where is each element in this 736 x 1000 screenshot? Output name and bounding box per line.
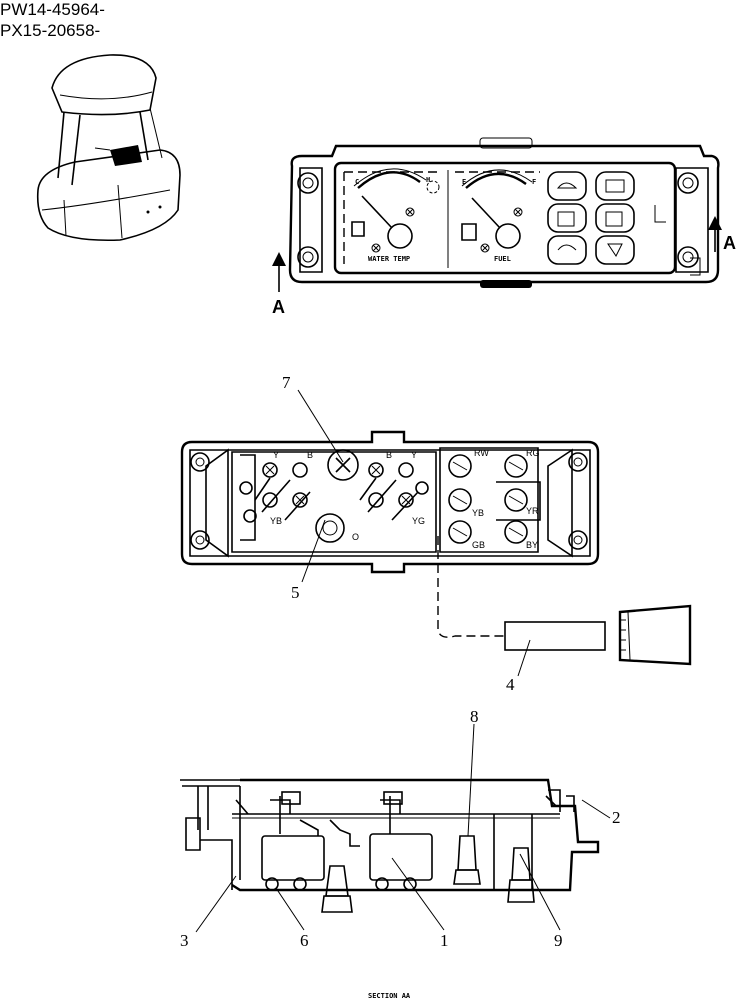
terminal-code: YB: [270, 516, 282, 526]
fuel-label: FUEL: [494, 255, 511, 263]
section-arrow-left: [272, 252, 286, 292]
serial-range-line-2: PX15-20658-: [0, 21, 101, 40]
section-marker-right: A: [723, 233, 736, 253]
section-marker-left: A: [272, 297, 285, 317]
gauge-panel-front-view: [288, 137, 720, 288]
callout-8: 8: [470, 707, 479, 726]
serial-range-line-1: PW14-45964-: [0, 0, 105, 19]
callout-4: 4: [506, 675, 515, 694]
terminal-code: YB: [472, 508, 484, 518]
terminal-code: BY: [526, 540, 538, 550]
terminal-code: Y: [273, 450, 279, 460]
callout-7: 7: [282, 373, 291, 392]
section-bracket-right: [690, 257, 701, 276]
section-arrow-right: [708, 216, 722, 252]
panel-rear-view: [180, 430, 692, 666]
leader-lines: [195, 389, 611, 933]
water-temp-label: WATER TEMP: [368, 255, 410, 263]
terminal-code: O: [352, 532, 359, 542]
section-aa-label: SECTION AA: [368, 992, 411, 1000]
temp-hot-mark: H: [426, 176, 430, 184]
terminal-code: Y: [411, 450, 417, 460]
terminal-code: B: [386, 450, 392, 460]
terminal-code: RW: [474, 448, 489, 458]
terminal-code: RG: [526, 448, 540, 458]
callout-1: 1: [440, 931, 449, 950]
tractor-location-illustration: [36, 54, 181, 242]
terminal-code: YR: [526, 506, 539, 516]
callout-5: 5: [291, 583, 300, 602]
terminal-code: YG: [412, 516, 425, 526]
callout-3: 3: [180, 931, 189, 950]
callout-6: 6: [300, 931, 309, 950]
section-aa-view: [180, 778, 600, 913]
terminal-codes: Y B B Y YB YG O RW RG YR YB GB BY: [270, 448, 540, 550]
terminal-code: GB: [472, 540, 485, 550]
fuel-full-mark: F: [532, 178, 536, 186]
terminal-code: B: [307, 450, 313, 460]
warning-lamp-grid: [547, 171, 635, 265]
callout-2: 2: [612, 808, 621, 827]
fuel-empty-mark: E: [462, 178, 466, 186]
temp-cold-mark: C: [355, 178, 359, 186]
callout-9: 9: [554, 931, 563, 950]
